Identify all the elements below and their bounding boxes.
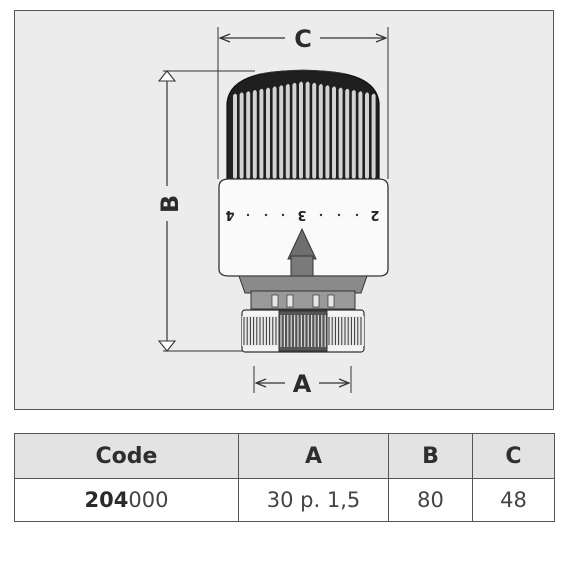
scale-number-2: 2 [370,207,379,222]
header-b: B [388,433,473,479]
knob-ribs [233,81,376,179]
knob-rib [252,90,257,179]
dimension-b-label: B [156,195,184,213]
table-header-row: Code A B C [14,433,555,479]
threaded-nut [241,309,365,353]
cell-b: 80 [388,478,473,522]
cell-code: 204000 [14,478,239,522]
knob-rib [279,85,284,179]
table-row: 204000 30 p. 1,5 80 48 [14,478,555,522]
knob-rib [365,92,369,179]
knob-rib [318,84,323,179]
scale-number-3: 3 [297,207,306,222]
knob-rib [246,91,251,179]
dimension-c: C [217,25,389,179]
dial-body: 4 3 2 [218,178,389,284]
knob-rib [332,86,336,179]
knob-rib [272,86,277,179]
header-code: Code [14,433,239,479]
nut-center-knurling [280,315,326,347]
dimension-c-label: C [294,25,312,53]
code-prefix: 204 [84,488,129,512]
cell-c: 48 [472,478,555,522]
cell-a: 30 p. 1,5 [238,478,389,522]
knob-rib [312,82,317,179]
dimension-b: B [156,70,255,352]
collar [238,275,368,310]
knob-grip [226,69,380,184]
knob-rib [239,92,244,179]
code-suffix: 000 [128,488,169,512]
knob-rib [345,88,350,179]
header-a: A [238,433,389,479]
knob-rib [233,93,237,179]
knob-rib [351,90,356,179]
knob-rib [266,87,270,179]
scale-dots [246,213,359,217]
knob-rib [299,81,303,179]
knob-rib [325,85,330,179]
knob-rib [305,81,310,179]
nut-knurling [243,317,362,345]
dimension-a: A [253,366,352,398]
specification-table: Code A B C 204000 30 p. 1,5 80 48 [14,433,555,522]
knob-rib [338,87,343,179]
knob-rib [358,91,363,179]
header-c: C [472,433,555,479]
dimension-a-label: A [293,370,312,398]
thermostatic-head-drawing: C B A 4 [156,25,389,398]
knob-rib [285,84,290,179]
knob-rib [259,88,264,179]
scale-number-4: 4 [225,207,234,222]
technical-drawing-panel: C B A 4 [14,10,554,410]
knob-rib [292,82,297,179]
knob-rib [371,93,376,179]
